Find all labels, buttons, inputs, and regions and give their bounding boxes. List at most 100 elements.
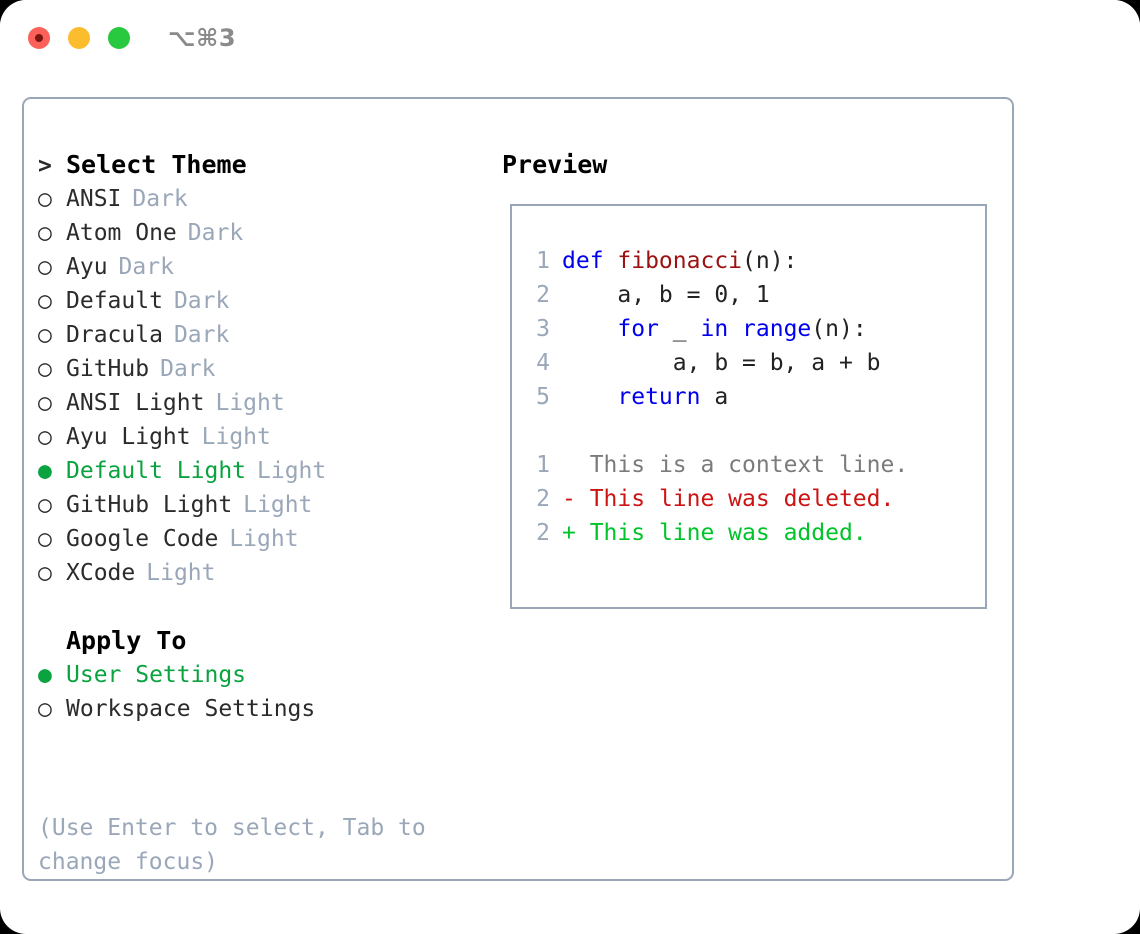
line-number: 1 — [536, 452, 550, 478]
theme-option-xcode[interactable]: ○ XCode Light — [38, 556, 478, 590]
line-number: 2 — [536, 486, 550, 512]
theme-option-label: ANSI Light — [66, 390, 205, 416]
diff-line: 2- This line was deleted. — [524, 482, 908, 516]
theme-option-github[interactable]: ○ GitHub Dark — [38, 352, 478, 386]
title-bar: ⌥⌘3 — [0, 0, 1140, 78]
theme-option-label: Dracula — [66, 322, 163, 348]
preview-title: Preview — [502, 150, 608, 179]
radio-unselected-icon: ○ — [38, 220, 52, 246]
radio-unselected-icon: ○ — [38, 356, 52, 382]
code-token: a — [700, 384, 729, 410]
code-token: for — [617, 316, 659, 342]
theme-option-label: Google Code — [66, 526, 219, 552]
theme-mode-badge: Dark — [132, 186, 188, 212]
code-token: def — [562, 248, 618, 274]
code-token: a, b = b, a + b — [562, 350, 881, 376]
theme-option-label: Ayu Light — [66, 424, 191, 450]
theme-option-ansi-light[interactable]: ○ ANSI Light Light — [38, 386, 478, 420]
theme-option-ayu[interactable]: ○ Ayu Dark — [38, 250, 478, 284]
theme-mode-badge: Light — [146, 560, 216, 586]
apply-to-option-workspace-settings[interactable]: ○ Workspace Settings — [38, 692, 478, 726]
code-token: range — [742, 316, 812, 342]
code-token: _ — [658, 316, 701, 342]
diff-line: 1 This is a context line. — [524, 448, 908, 482]
theme-mode-badge: Dark — [160, 356, 216, 382]
line-number: 2 — [536, 282, 550, 308]
theme-mode-badge: Dark — [187, 220, 244, 246]
radio-unselected-icon: ○ — [38, 288, 52, 314]
theme-mode-badge: Light — [201, 424, 271, 450]
radio-unselected-icon: ○ — [38, 390, 52, 416]
minimize-button[interactable] — [68, 27, 90, 49]
line-number: 2 — [536, 520, 550, 546]
diff-text: This line was deleted. — [575, 486, 895, 512]
diff-sign: - — [562, 486, 576, 512]
theme-option-google-code[interactable]: ○ Google Code Light — [38, 522, 478, 556]
theme-mode-badge: Light — [215, 390, 285, 416]
maximize-button[interactable] — [108, 27, 130, 49]
radio-unselected-icon: ○ — [38, 696, 52, 722]
radio-selected-icon: ● — [38, 662, 52, 688]
theme-option-ansi[interactable]: ○ ANSI Dark — [38, 182, 478, 216]
code-token: a, b = 0, 1 — [562, 282, 770, 308]
theme-option-default[interactable]: ○ Default Dark — [38, 284, 478, 318]
apply-to-options: ● User Settings ○ Workspace Settings — [38, 658, 478, 726]
radio-unselected-icon: ○ — [38, 322, 52, 348]
theme-option-label: XCode — [66, 560, 136, 586]
radio-unselected-icon: ○ — [38, 492, 52, 518]
theme-option-label: ANSI — [66, 186, 122, 212]
diff-text: This line was added. — [575, 520, 867, 546]
theme-mode-badge: Dark — [118, 254, 174, 280]
code-line: 2 a, b = 0, 1 — [524, 278, 908, 312]
code-token: return — [617, 384, 701, 410]
theme-option-ayu-light[interactable]: ○ Ayu Light Light — [38, 420, 478, 454]
theme-option-label: Ayu — [66, 254, 108, 280]
radio-unselected-icon: ○ — [38, 526, 52, 552]
code-line: 5 return a — [524, 380, 908, 414]
theme-option-label: Atom One — [66, 220, 177, 246]
code-token: (n): — [811, 316, 867, 342]
line-number: 5 — [536, 384, 550, 410]
code-token — [728, 316, 742, 342]
code-line: 4 a, b = b, a + b — [524, 346, 908, 380]
theme-mode-badge: Light — [257, 458, 327, 484]
radio-unselected-icon: ○ — [38, 560, 52, 586]
theme-option-atom-one[interactable]: ○ Atom One Dark — [38, 216, 478, 250]
apply-to-option-label: User Settings — [66, 662, 247, 688]
radio-unselected-icon: ○ — [38, 186, 52, 212]
prompt-caret-icon: > — [38, 153, 52, 179]
line-number: 1 — [536, 248, 550, 274]
radio-selected-icon: ● — [38, 458, 52, 484]
radio-unselected-icon: ○ — [38, 254, 52, 280]
theme-mode-badge: Light — [229, 526, 299, 552]
diff-text: This is a context line. — [575, 452, 909, 478]
theme-option-label: GitHub Light — [66, 492, 233, 518]
close-button[interactable] — [28, 27, 50, 49]
diff-line: 2 + This line was added. — [524, 516, 908, 550]
code-token — [562, 316, 617, 342]
theme-mode-badge: Dark — [173, 288, 230, 314]
theme-option-label: Default — [66, 288, 163, 314]
code-token — [562, 384, 617, 410]
apply-to-header: Apply To — [66, 626, 187, 655]
keyboard-hint: (Use Enter to select, Tab to change focu… — [38, 815, 426, 875]
code-token: (n): — [742, 248, 798, 274]
radio-unselected-icon: ○ — [38, 424, 52, 450]
apply-to-option-user-settings[interactable]: ● User Settings — [38, 658, 478, 692]
window-title: ⌥⌘3 — [168, 24, 237, 52]
diff-sign — [562, 452, 576, 478]
diff-sign: + — [562, 520, 576, 546]
line-number: 3 — [536, 316, 550, 342]
theme-option-label: GitHub — [66, 356, 150, 382]
apply-to-option-label: Workspace Settings — [66, 696, 316, 722]
